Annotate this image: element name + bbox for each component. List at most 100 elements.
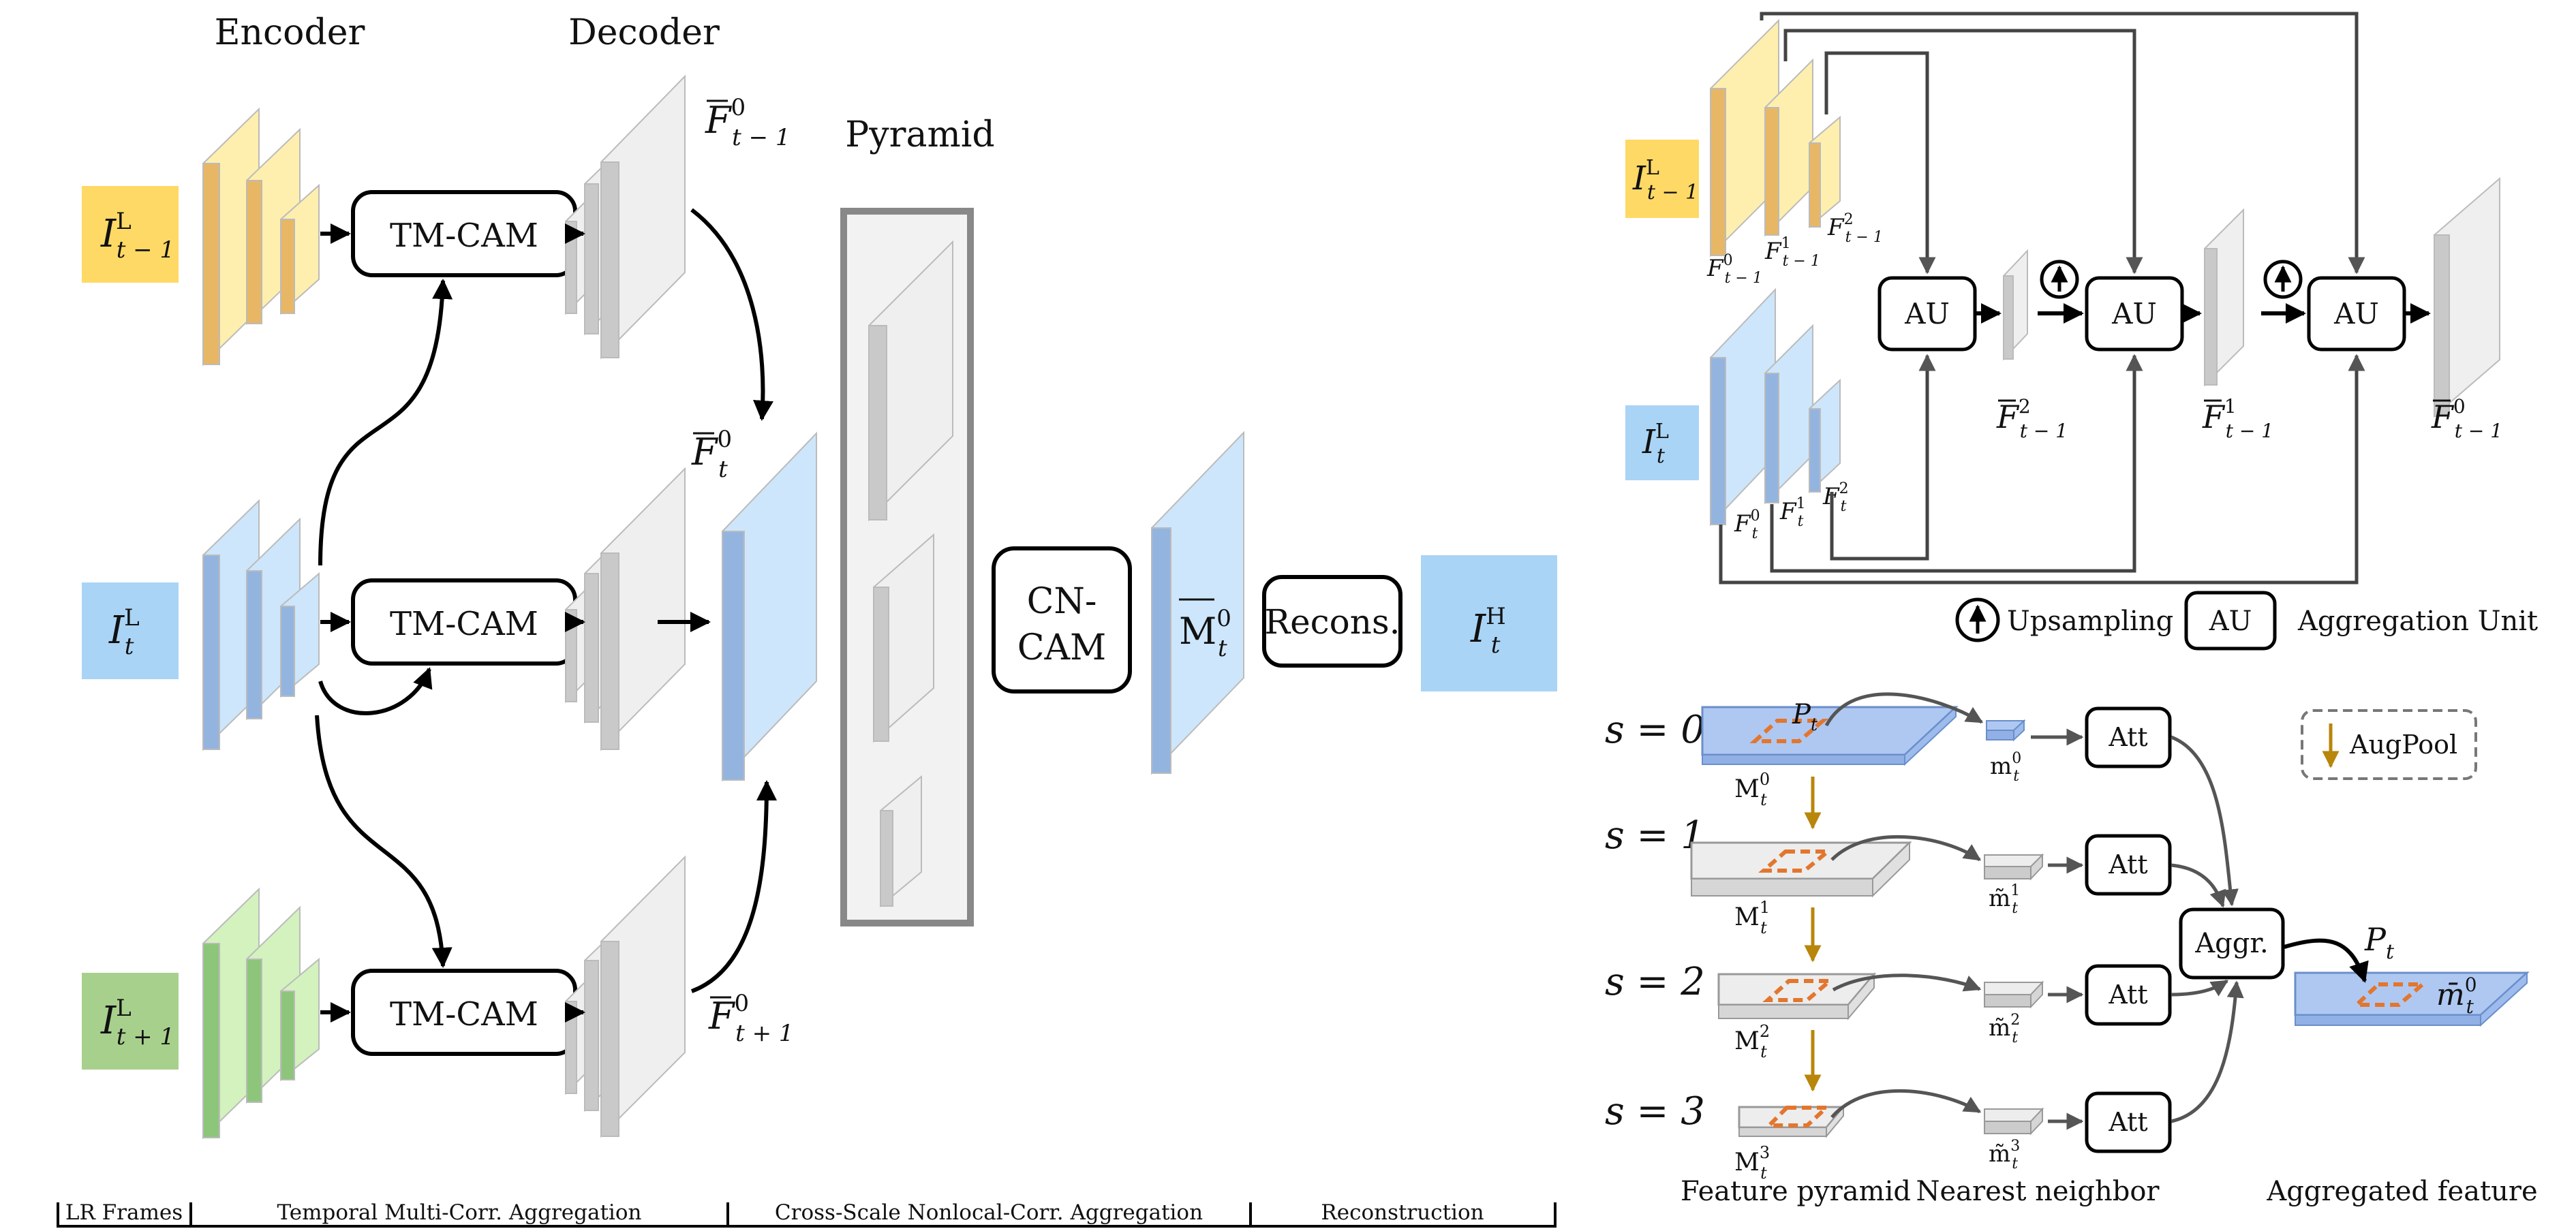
nn-block-1-front (1984, 866, 2031, 879)
arrow-curr-to-tmcam-prev (318, 279, 453, 566)
cncam-box: CN- CAM (992, 546, 1132, 694)
pyramid-box (840, 208, 974, 926)
decoder-stack-curr (565, 467, 686, 751)
tmcam-box-curr: TM-CAM (351, 578, 577, 666)
att-aggr-arrow-2 (2171, 979, 2229, 997)
upsampling-icon-2 (2263, 260, 2303, 299)
plane-s1-edge (1691, 878, 1873, 897)
cncam-line2: CAM (1017, 627, 1107, 668)
tr-conn-curr-f0 (1719, 354, 2365, 585)
input-frame-prev-box (82, 186, 179, 283)
m-slab-front (1151, 527, 1171, 774)
patch-s0 (1749, 719, 1829, 743)
nn-blocks (1984, 719, 2044, 1136)
tr-au-box-2: AU (2085, 276, 2184, 352)
tmcam-curr-label: TM-CAM (390, 605, 538, 643)
encoder-label: Encoder (215, 12, 365, 53)
patch-label: Pt (1792, 699, 1818, 735)
att-label-2: Att (2108, 980, 2147, 1010)
stage-label-lr: LR Frames (65, 1200, 183, 1225)
feature-pyramid-planes (1690, 705, 1959, 1138)
decoder-label: Decoder (568, 12, 720, 53)
aggr-label: Aggr. (2194, 928, 2269, 959)
dec-next-slab-2-front (584, 960, 599, 1111)
tr-au-label-1: AU (1904, 297, 1950, 330)
dec-next-slab-3-front (600, 941, 619, 1137)
recons-label: Recons. (1264, 602, 1400, 642)
tr-enc-curr-slab-2-front (1764, 373, 1779, 503)
tr-au-rect-1 (1877, 276, 1977, 352)
decoder-stack-next (565, 855, 686, 1138)
patch-nn-arrow-3 (1830, 1089, 1982, 1119)
legend-aggregation-label: Aggregation Unit (2297, 606, 2538, 637)
scale-label-1: s = 1 (1605, 813, 1705, 858)
upsampling-icon-1 (2040, 260, 2079, 299)
dec-prev-slab-3-front (600, 161, 619, 358)
att-rect-2 (2085, 964, 2172, 1026)
recons-box: Recons. (1262, 575, 1402, 668)
enc-prev-slab-2-front (246, 180, 262, 324)
tr-out-slab-2-front (2003, 275, 2014, 360)
tr-enc-curr-slab-3-front (1809, 408, 1821, 493)
enc-curr-slab-3-front (280, 606, 295, 697)
tr-out-slab-1-front (2204, 248, 2218, 386)
nn-block-2-side (2030, 980, 2043, 1009)
nn-block-1-side (2030, 853, 2043, 881)
scale-label-3: s = 3 (1605, 1089, 1705, 1134)
plane-s2-edge (1718, 1004, 1849, 1019)
plane-s1-top (1690, 841, 1912, 880)
tr-enc-prev-slab-2-front (1764, 107, 1779, 236)
fused-feature-slab (722, 431, 817, 782)
plane-s0-edge (1702, 754, 1905, 765)
decoder-fusion-arrows (658, 208, 777, 993)
encoder-stack-next (202, 887, 320, 1140)
stage-bar: LR Frames Temporal Multi-Corr. Aggregati… (57, 1200, 1557, 1228)
caption-aggregated-feature: Aggregated feature (2266, 1176, 2537, 1207)
patch-nn-arrow-2 (1832, 973, 1982, 992)
aggr-box: Aggr. (2179, 907, 2285, 980)
att-rect-3 (2085, 1091, 2172, 1153)
augpool-legend: AugPool (2301, 709, 2477, 780)
dec-curr-slab-1-front (565, 609, 577, 702)
tr-au-box-3: AU (2307, 276, 2406, 352)
pyr-slab-1-front (868, 325, 887, 520)
aggr-rect (2179, 907, 2285, 980)
nn-block-2-front (1984, 994, 2031, 1008)
cncam-rect (992, 546, 1132, 694)
tr-out-slab-0-front (2434, 234, 2450, 417)
augpool-legend-box (2301, 709, 2477, 780)
tr-au-rect-3 (2307, 276, 2406, 352)
att-box-0: Att (2085, 706, 2172, 768)
dec-curr-slab-2-front (584, 573, 599, 723)
stage-label-crossscale: Cross-Scale Nonlocal-Corr. Aggregation (775, 1200, 1203, 1225)
nn-block-3-front (1984, 1121, 2031, 1134)
agg-plane-edge (2295, 1014, 2481, 1026)
input-frame-next-box (82, 973, 179, 1070)
enc-next-slab-3-front (280, 991, 295, 1080)
patch-nn-arrows (1824, 692, 1984, 1119)
arrow-curr-to-tmcam-next (315, 715, 453, 968)
tr-conn-curr-f1 (1770, 354, 2143, 573)
scale-label-0: s = 0 (1605, 708, 1705, 752)
arrow-curr-to-tmcam-curr (318, 667, 433, 715)
tmcam-box-prev: TM-CAM (351, 190, 577, 277)
nn-block-0-front (1986, 730, 2014, 741)
